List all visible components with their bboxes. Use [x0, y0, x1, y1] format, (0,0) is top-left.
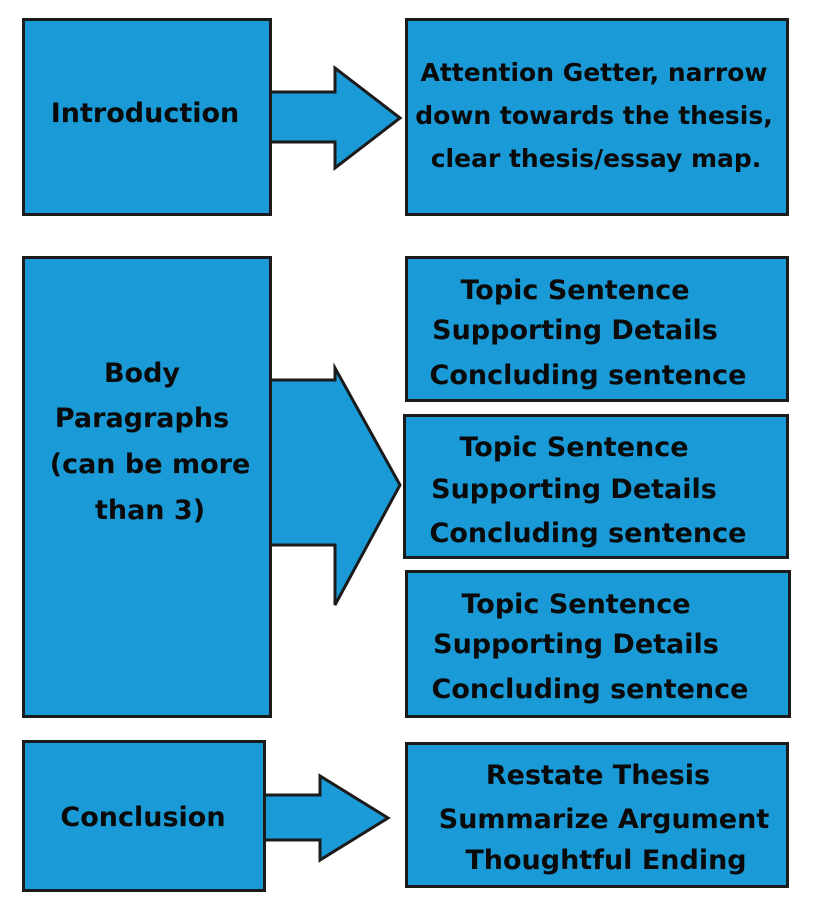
conclusion-box — [22, 740, 266, 892]
concluding-sentence: Concluding sentence — [431, 674, 749, 705]
supporting-details: Supporting Details — [431, 474, 717, 505]
introduction-detail-line: clear thesis/essay map. — [430, 144, 762, 173]
topic-sentence: Topic Sentence — [459, 432, 689, 463]
body-arrow — [266, 362, 402, 606]
conclusion-label: Conclusion — [60, 802, 226, 833]
topic-sentence: Topic Sentence — [461, 589, 691, 620]
concluding-sentence: Concluding sentence — [429, 360, 747, 391]
body-label-line: (can be more — [49, 449, 251, 480]
body-label-line: Body — [103, 358, 181, 389]
topic-sentence: Topic Sentence — [460, 275, 690, 306]
body-paragraph-box — [405, 570, 791, 718]
conclusion-arrow — [260, 773, 391, 863]
body-paragraph-box — [403, 414, 789, 559]
supporting-details: Supporting Details — [432, 315, 718, 346]
introduction-detail-line: down towards the thesis, — [415, 101, 773, 130]
body-label-line: Paragraphs — [54, 403, 230, 434]
introduction-detail-line: Attention Getter, narrow — [420, 58, 768, 87]
supporting-details: Supporting Details — [433, 629, 719, 660]
body-paragraph-box — [405, 256, 789, 402]
conclusion-detail-line: Restate Thesis — [485, 760, 711, 791]
body-label-line: than 3) — [94, 495, 206, 526]
conclusion-detail-line: Summarize Argument — [438, 804, 770, 835]
introduction-box — [22, 18, 272, 216]
introduction-label: Introduction — [50, 98, 240, 129]
conclusion-detail-line: Thoughtful Ending — [465, 845, 747, 876]
concluding-sentence: Concluding sentence — [429, 518, 747, 549]
intro-arrow — [266, 64, 403, 172]
conclusion-detail-box — [405, 742, 789, 888]
introduction-detail-box — [405, 18, 789, 216]
body-box — [22, 256, 272, 718]
